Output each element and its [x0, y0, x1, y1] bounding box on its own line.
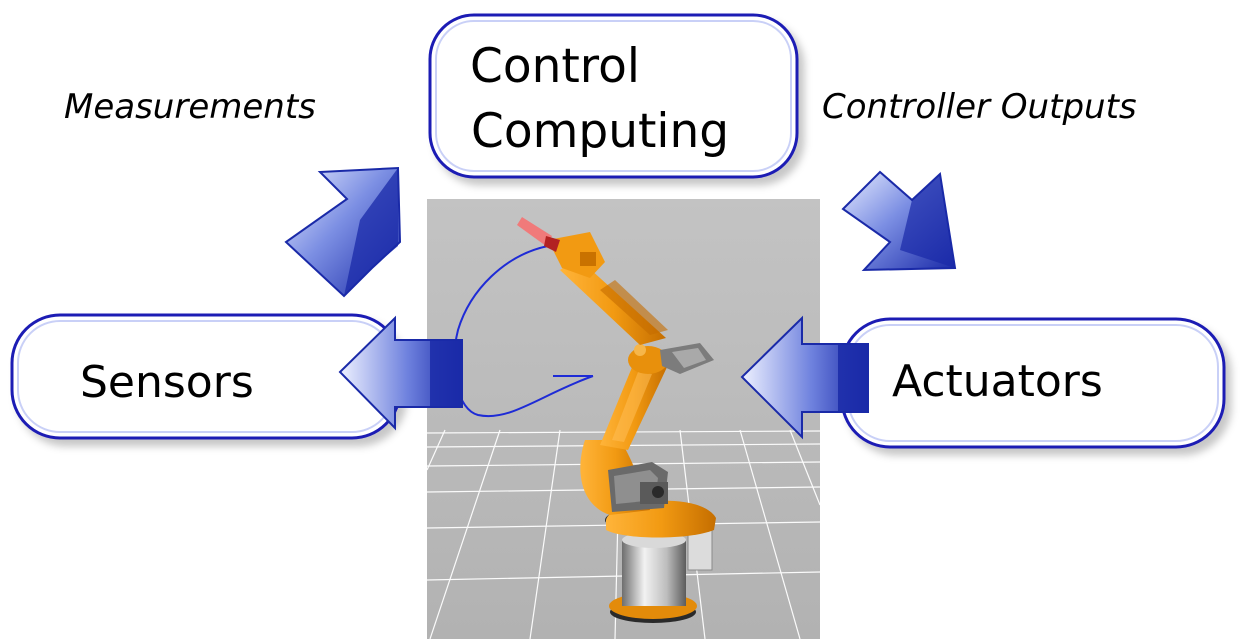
- sensors-arrow: [338, 315, 463, 431]
- control-computing-label-line2: Computing: [471, 104, 729, 159]
- measurements-arrow: [284, 166, 402, 298]
- actuators-box: Actuators: [840, 317, 1226, 449]
- actuators-label: Actuators: [892, 356, 1103, 407]
- control-computing-box: Control Computing: [428, 13, 799, 179]
- measurements-label: Measurements: [64, 87, 316, 127]
- robot-scene: [426, 199, 821, 639]
- controller-outputs-arrow: [841, 170, 957, 272]
- actuators-arrow: [740, 315, 869, 440]
- robot-arm: [517, 217, 716, 623]
- control-computing-label-line1: Control: [470, 39, 640, 94]
- sensors-box: Sensors: [10, 313, 402, 440]
- controller-outputs-label: Controller Outputs: [822, 87, 1137, 127]
- sensors-label: Sensors: [80, 357, 254, 408]
